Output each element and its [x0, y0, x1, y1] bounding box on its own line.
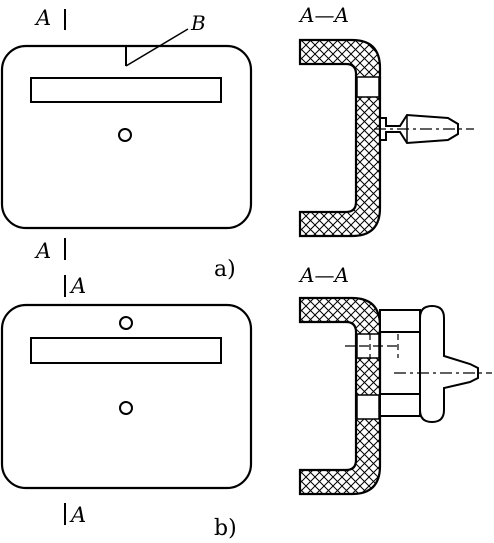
section-mark-b-top: A: [69, 274, 86, 298]
callout-label-b: B: [190, 11, 206, 35]
guide-pin-lower: [379, 393, 421, 417]
slot-a: [30, 77, 222, 103]
section-mark-a-bottom: A: [34, 239, 51, 263]
plate-outline-b: [0, 303, 253, 490]
front-view-b: A A: [0, 274, 253, 527]
slot-b: [30, 337, 222, 364]
section-mark-a-top: A: [34, 6, 51, 30]
hole-b-bottom: [119, 401, 133, 415]
figure-a: B A A A—A a): [0, 3, 474, 282]
wall-gap-a: [356, 76, 380, 98]
b-leader-line: [125, 28, 189, 67]
hole-a: [118, 128, 132, 142]
caption-b: b): [214, 516, 237, 541]
fixture-body-b: [419, 304, 479, 424]
wall-gap-b-bottom: [356, 394, 380, 420]
section-view-b: A—A: [298, 263, 492, 496]
front-view-a: B A A: [0, 6, 253, 263]
section-title-a: A—A: [298, 3, 349, 27]
section-mark-b-bottom: A: [69, 503, 86, 527]
pin-a: [379, 113, 459, 145]
hatched-wall-a: [298, 38, 382, 238]
section-view-a: A—A: [298, 3, 474, 238]
figure-b: A A A—A b): [0, 263, 492, 541]
hole-b-top: [119, 316, 133, 330]
plate-outline-a: [0, 44, 253, 230]
caption-a: a): [214, 257, 236, 282]
guide-pin-upper: [379, 309, 421, 333]
section-title-b: A—A: [298, 263, 349, 287]
